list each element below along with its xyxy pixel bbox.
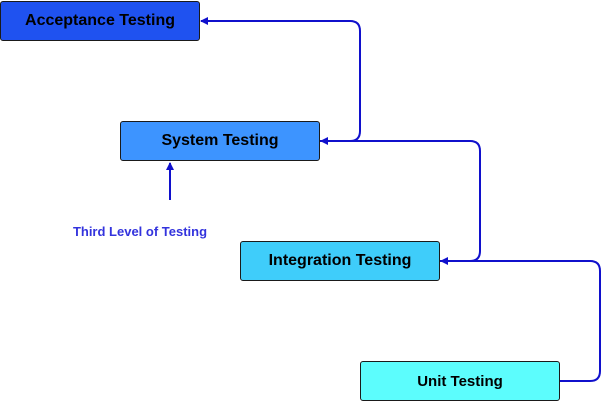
acceptance-testing-label: Acceptance Testing	[25, 12, 175, 29]
arrow-system-to-acceptance	[200, 17, 361, 142]
system-testing-label: System Testing	[161, 132, 279, 149]
integration-testing-label: Integration Testing	[268, 252, 412, 269]
system-testing-box: System Testing	[120, 121, 320, 161]
unit-testing-box: Unit Testing	[360, 361, 560, 401]
arrow-unit-to-integration	[440, 257, 601, 382]
arrow-integration-to-system	[320, 137, 481, 262]
integration-testing-box: Integration Testing	[240, 241, 440, 281]
third-level-note: Third Level of Testing	[72, 224, 208, 239]
acceptance-testing-box: Acceptance Testing	[0, 1, 200, 41]
unit-testing-label: Unit Testing	[417, 372, 503, 390]
